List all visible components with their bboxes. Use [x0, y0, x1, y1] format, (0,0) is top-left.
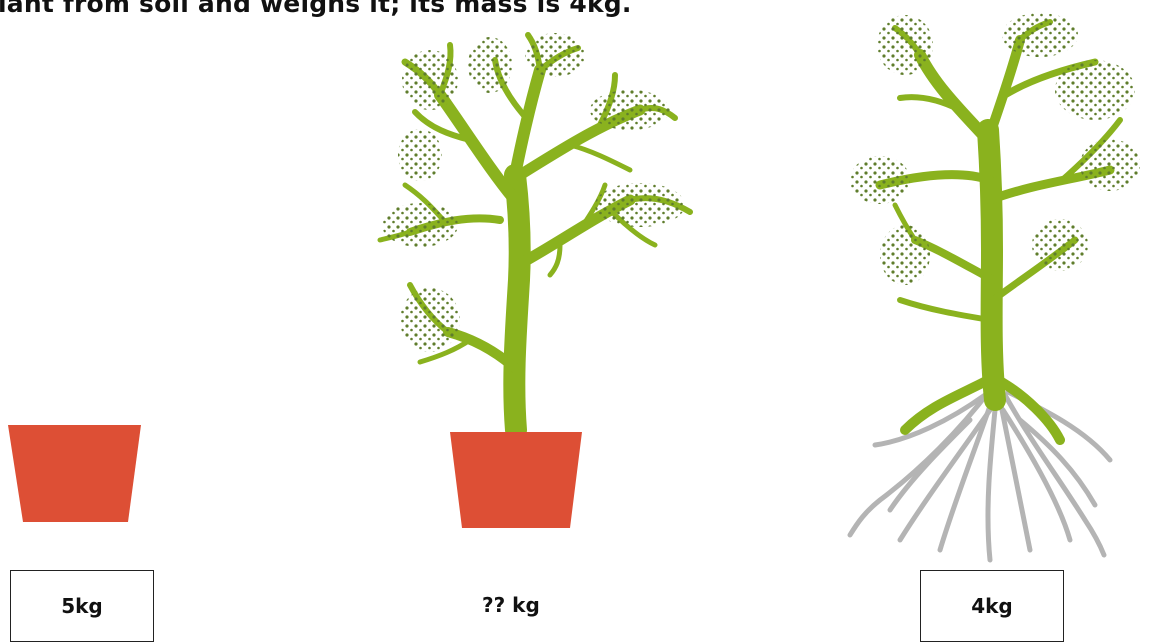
uprooted-plant-mass-label: 4kg: [971, 594, 1013, 618]
potted-tree: [380, 33, 690, 528]
uprooted-plant-mass-box: 4kg: [920, 570, 1064, 642]
empty-pot: [8, 425, 141, 522]
empty-pot-mass-box: 5kg: [10, 570, 154, 642]
empty-pot-mass-label: 5kg: [61, 594, 103, 618]
uprooted-tree: [850, 13, 1140, 560]
roots: [850, 390, 1110, 560]
middle-pot: [450, 432, 582, 528]
plant-in-pot-mass-label: ?? kg: [482, 593, 540, 617]
